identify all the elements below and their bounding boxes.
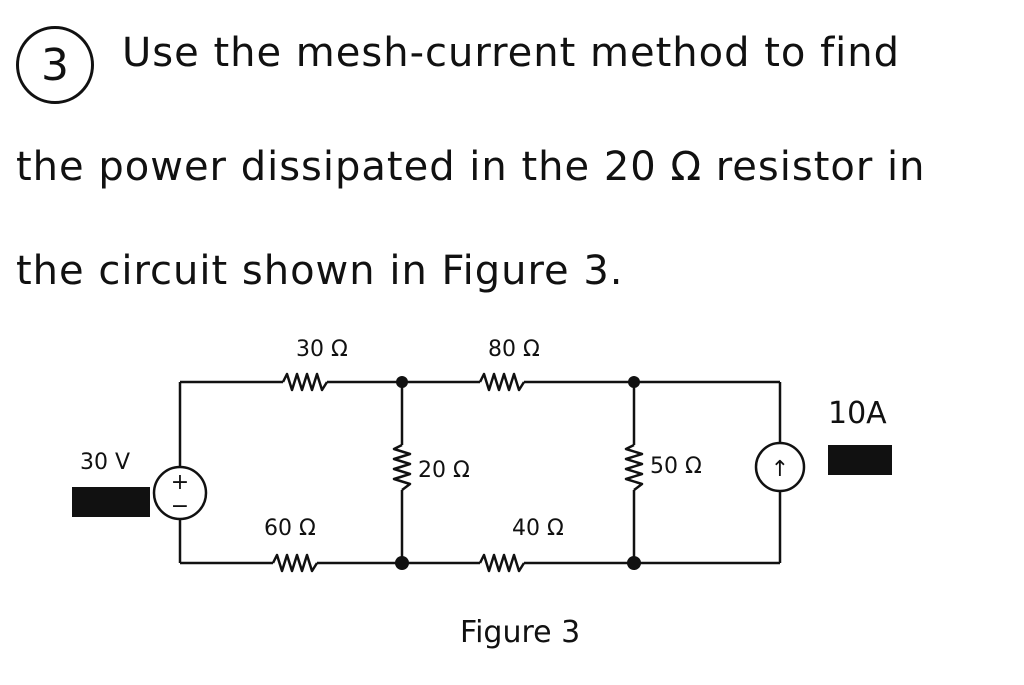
label-60-ohm: 60 Ω [264, 516, 316, 541]
redaction-box-right [828, 445, 892, 475]
label-voltage-source: 30 V [80, 450, 130, 475]
label-80-ohm: 80 Ω [488, 337, 540, 362]
resistor-50-symbol [624, 443, 644, 491]
redaction-box-left [72, 487, 150, 517]
current-source: ↑ [754, 441, 806, 493]
current-source-arrow-icon: ↑ [771, 457, 789, 482]
problem-line-1: Use the mesh-current method to find [122, 30, 901, 76]
problem-line-3: the circuit shown in Figure 3. [16, 248, 624, 294]
voltage-source: + − [152, 465, 208, 521]
voltage-source-minus: − [171, 494, 189, 519]
node-bottom-middle-right [627, 556, 641, 570]
node-top-middle-left [396, 376, 408, 388]
label-current-source: 10A [828, 396, 887, 431]
resistor-30-symbol [281, 372, 329, 392]
resistor-60-symbol [271, 553, 319, 573]
label-20-ohm: 20 Ω [418, 458, 470, 483]
voltage-source-plus: + [171, 470, 189, 495]
resistor-40-symbol [478, 553, 526, 573]
question-number: 3 [16, 26, 94, 104]
label-50-ohm: 50 Ω [650, 454, 702, 479]
node-top-middle-right [628, 376, 640, 388]
resistor-20-symbol [392, 443, 412, 491]
question-number-text: 3 [41, 39, 69, 91]
node-bottom-middle-left [395, 556, 409, 570]
label-40-ohm: 40 Ω [512, 516, 564, 541]
label-30-ohm: 30 Ω [296, 337, 348, 362]
problem-line-2: the power dissipated in the 20 Ω resisto… [16, 144, 926, 190]
resistor-80-symbol [478, 372, 526, 392]
figure-caption: Figure 3 [460, 615, 580, 650]
